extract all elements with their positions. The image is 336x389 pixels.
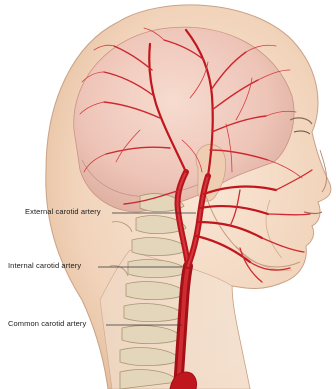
external-carotid-label: External carotid artery	[25, 208, 101, 216]
common-carotid-label: Common carotid artery	[8, 320, 86, 328]
internal-carotid-label: Internal carotid artery	[8, 262, 81, 270]
